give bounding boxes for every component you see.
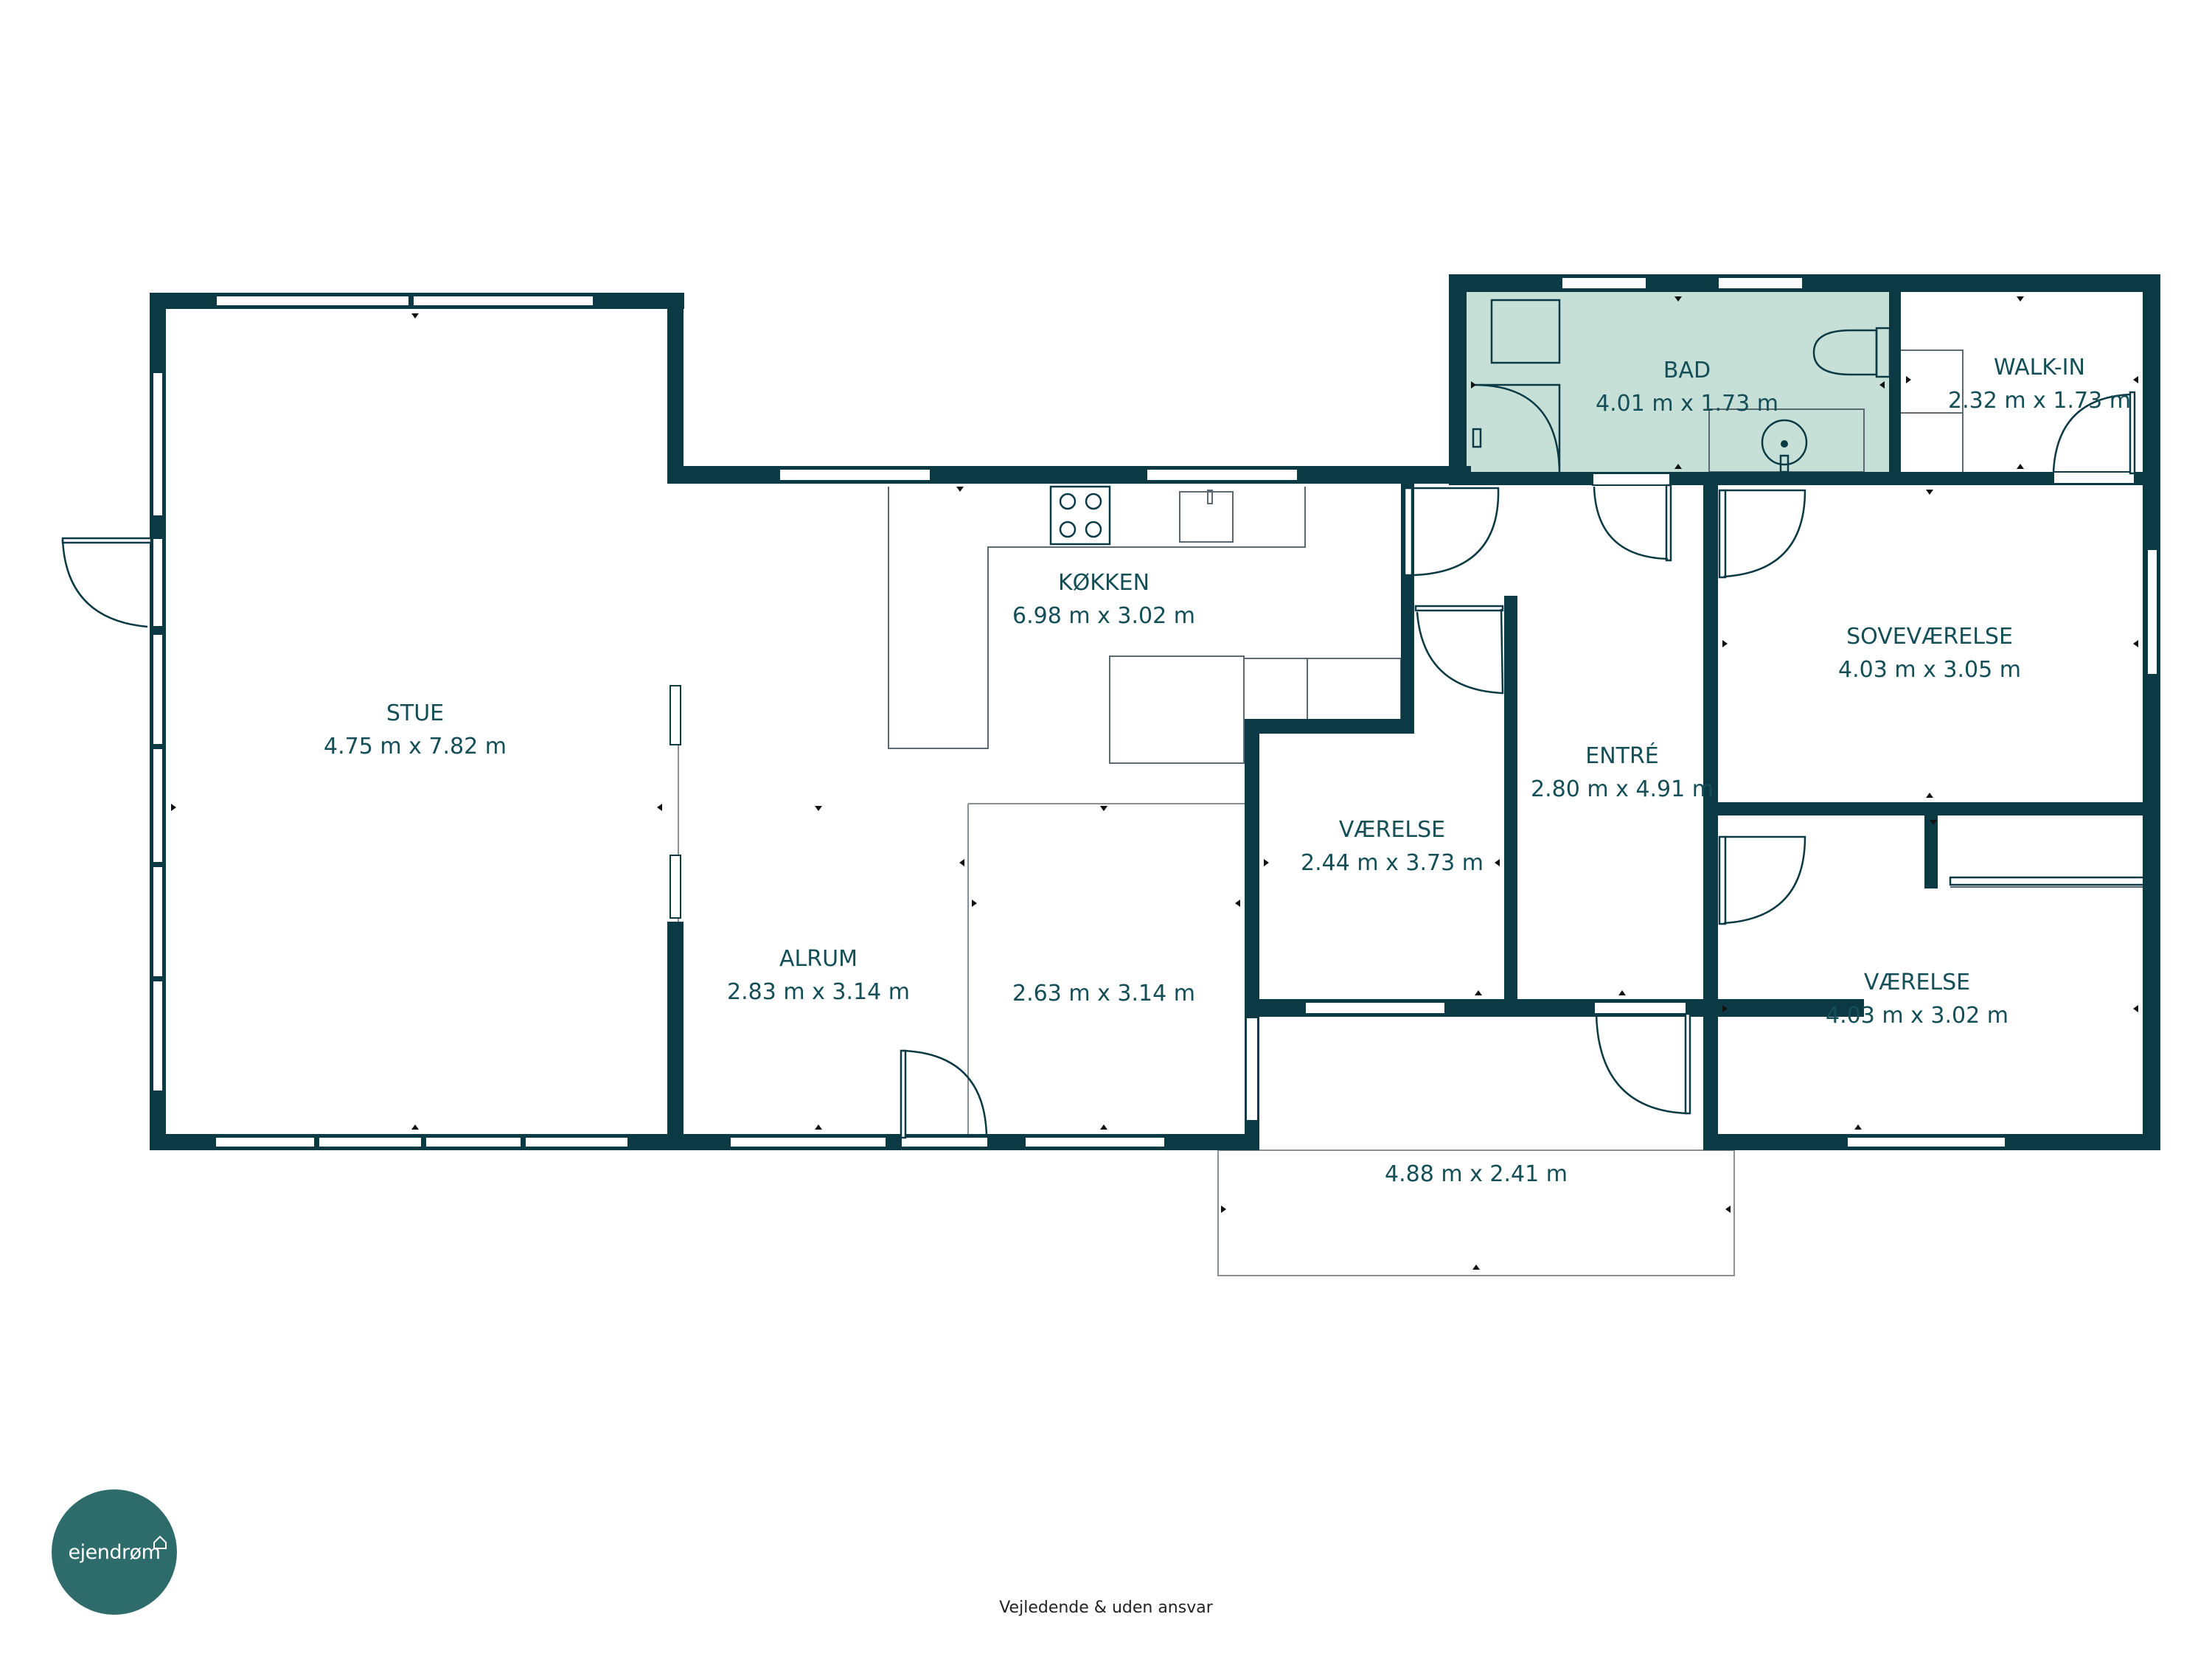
room-size-alrum: 2.83 m x 3.14 m [727,979,910,1005]
alrum-door [900,1049,989,1148]
measure-tick [2133,1005,2138,1012]
toilet-icon [1812,329,1878,376]
measure-tick [1472,1265,1480,1270]
measure-tick [2133,376,2138,383]
room-labels: STUE 4.75 m x 7.82 m KØKKEN 6.98 m x 3.0… [324,355,2131,1187]
room-name-vaerelse-large: VÆRELSE [1864,970,1970,995]
room-size-stue: 4.75 m x 7.82 m [324,734,507,759]
measure-tick [1926,793,1933,798]
measure-tick [1100,1124,1107,1130]
room-name-entre: ENTRÉ [1585,742,1659,769]
measure-tick [1221,1206,1226,1213]
terrace-outline [1217,1150,1735,1276]
room-name-walkin: WALK-IN [1994,355,2085,380]
room-name-soveverelse: SOVEVÆRELSE [1846,624,2013,650]
house-icon [153,1535,167,1549]
measure-tick [815,1124,822,1130]
room-size-soveverelse: 4.03 m x 3.05 m [1838,657,2021,683]
measure-tick [411,313,419,319]
measure-tick [2133,640,2138,647]
room-name-vaerelse-small: VÆRELSE [1339,817,1445,843]
room-name-bad: BAD [1663,358,1711,383]
measure-tick [1722,640,1728,647]
vaerelse-large-door [1718,835,1806,925]
room-name-alrum: ALRUM [779,946,858,972]
shower-icon [1470,383,1561,473]
room-size-koekken: 6.98 m x 3.02 m [1012,603,1195,629]
room-name-stue: STUE [386,700,444,726]
measure-tick [1725,1206,1731,1213]
measure-tick [972,900,977,907]
room-size-bad: 4.01 m x 1.73 m [1596,391,1778,417]
measure-tick [1854,1124,1862,1130]
kitchen-corner-door [1403,487,1500,577]
sink-bowl [1761,419,1808,466]
stue-exterior-door [61,537,164,628]
sink [1179,491,1234,543]
vaerelse-small-door [1414,605,1504,695]
measure-tick [815,806,822,811]
room-size-terrace: 4.88 m x 2.41 m [1385,1161,1568,1187]
room-size-entre: 2.80 m x 4.91 m [1531,776,1714,802]
measure-tick [1264,859,1269,866]
doors [61,391,2136,1148]
measure-tick [1475,990,1482,995]
measure-tick [1674,464,1682,469]
measure-tick [1879,381,1885,389]
measure-ticks [171,296,2138,1270]
measure-tick [1674,296,1682,302]
measure-tick [959,859,964,866]
room-size-walkin: 2.32 m x 1.73 m [1948,388,2131,414]
bad-entry-door [1592,473,1672,562]
measure-tick [1100,806,1107,811]
stove-icon [1049,485,1111,546]
walkin-door [2052,391,2136,484]
brand-logo: ejendrøm [52,1489,177,1615]
disclaimer-text: Vejledende & uden ansvar [999,1599,1213,1617]
room-name-koekken: KØKKEN [1058,570,1150,596]
measure-tick [657,804,662,811]
measure-tick [1495,859,1500,866]
measure-tick [1930,820,1937,825]
room-size-vaerelse-large: 4.03 m x 3.02 m [1826,1003,2008,1029]
bathroom-floor [1466,291,1899,474]
measure-tick [1471,381,1476,389]
measure-tick [2017,296,2024,302]
measure-tick [1722,1005,1728,1012]
main-entry-door [1593,1001,1691,1115]
measure-tick [411,1124,419,1130]
room-size-alrum-east: 2.63 m x 3.14 m [1012,981,1195,1006]
measure-tick [1926,490,1933,495]
measure-tick [2017,464,2024,469]
windows [152,276,2158,1148]
measure-tick [171,804,176,811]
logo-text: ejendrøm [68,1540,161,1564]
measure-tick [1618,990,1626,995]
measure-tick [1906,376,1911,383]
washer-icon [1490,299,1561,364]
soverelse-door [1718,489,1806,579]
room-size-vaerelse-small: 2.44 m x 3.73 m [1301,850,1484,876]
measure-tick [1235,900,1240,907]
measure-tick [956,487,964,492]
